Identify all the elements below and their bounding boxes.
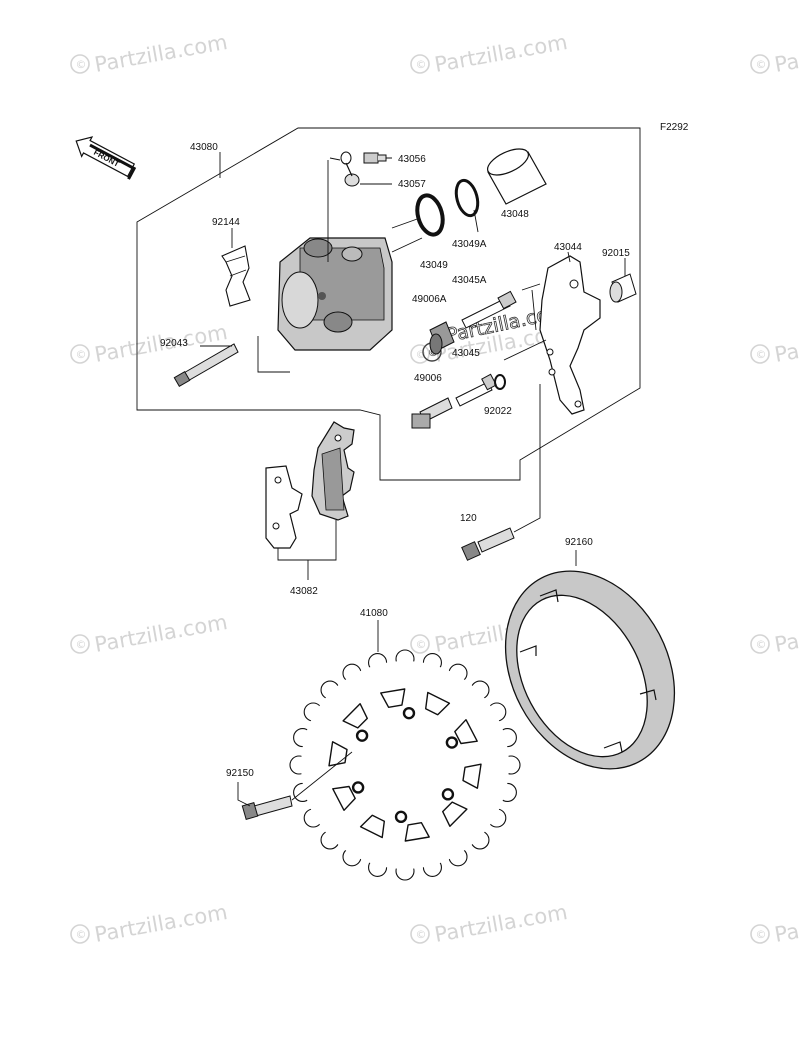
svg-text:Partzilla.com: Partzilla.com	[773, 900, 800, 947]
watermark: © Partzilla.com	[750, 320, 800, 367]
part-label-92015: 92015	[602, 248, 630, 259]
watermark: © Partzilla.com	[70, 900, 230, 947]
svg-text:©: ©	[756, 638, 767, 651]
svg-text:Partzilla.com: Partzilla.com	[93, 30, 230, 77]
part-label-43045a: 43045A	[452, 275, 487, 286]
part-label-92150: 92150	[226, 768, 254, 779]
dust-seal-ring	[415, 193, 445, 237]
svg-text:©: ©	[756, 58, 767, 71]
part-label-92160: 92160	[565, 537, 593, 548]
svg-text:Partzilla.com: Partzilla.com	[773, 610, 800, 657]
part-label-92144: 92144	[212, 217, 240, 228]
svg-text:©: ©	[76, 58, 87, 71]
slide-pin	[455, 373, 497, 407]
piston	[487, 148, 547, 205]
disc-window	[380, 688, 406, 708]
watermark: © Partzilla.com	[750, 30, 800, 77]
watermark: © Partzilla.com	[410, 30, 570, 77]
disc-window	[454, 719, 478, 745]
disc-bolt-hole	[402, 706, 416, 720]
caliper-body	[277, 237, 393, 351]
circlip	[494, 374, 506, 390]
part-label-43045: 43045	[452, 348, 480, 359]
svg-text:©: ©	[416, 638, 427, 651]
svg-text:©: ©	[76, 348, 87, 361]
part-label-49006a: 49006A	[412, 294, 447, 305]
watermark: © Partzilla.com	[70, 30, 230, 77]
disc-bolt-hole	[445, 736, 459, 749]
bracket-collar	[609, 273, 637, 303]
disc-window	[462, 763, 482, 789]
rubber-boot	[411, 397, 453, 429]
disc-window	[332, 785, 356, 811]
watermark: © Partzilla.com	[750, 610, 800, 657]
brake-pad-inner	[311, 421, 355, 521]
svg-text:Partzilla.com: Partzilla.com	[773, 30, 800, 77]
brake-disc	[289, 649, 521, 881]
disc-bolt-hole	[394, 810, 408, 824]
disc-bolt-hole	[351, 781, 365, 794]
svg-text:Partzilla.com: Partzilla.com	[433, 900, 570, 947]
bleeder-cap	[340, 151, 360, 187]
diagram-code: F2292	[660, 122, 689, 133]
disc-window	[425, 691, 451, 716]
svg-text:©: ©	[416, 928, 427, 941]
part-label-92022: 92022	[484, 406, 512, 417]
part-label-120: 120	[460, 513, 477, 524]
part-label-43048: 43048	[501, 209, 529, 220]
rubber-boot-a	[429, 321, 455, 355]
svg-text:Partzilla.com: Partzilla.com	[93, 900, 230, 947]
part-label-92043: 92043	[160, 338, 188, 349]
slide-pin-a	[461, 290, 517, 329]
caliper-bracket	[539, 255, 601, 415]
part-label-43080: 43080	[190, 142, 218, 153]
bleeder-valve	[363, 152, 387, 164]
disc-guard	[504, 570, 676, 770]
part-label-43057: 43057	[398, 179, 426, 190]
disc-mounting-bolt	[241, 795, 293, 821]
svg-text:Partzilla.com: Partzilla.com	[773, 320, 800, 367]
caliper-mount-bolt	[461, 527, 515, 561]
disc-bolt-hole	[355, 729, 369, 742]
caliper-assembly-outline	[136, 127, 641, 481]
svg-text:©: ©	[756, 928, 767, 941]
disc-window	[359, 814, 385, 839]
svg-text:©: ©	[416, 58, 427, 71]
front-direction-arrow: FRONT	[75, 136, 137, 180]
svg-text:©: ©	[756, 348, 767, 361]
svg-text:©: ©	[76, 638, 87, 651]
part-label-43044: 43044	[554, 242, 582, 253]
disc-bolt-hole	[441, 788, 455, 801]
disc-window	[442, 801, 468, 827]
watermark: © Partzilla.com	[410, 900, 570, 947]
svg-text:©: ©	[76, 928, 87, 941]
part-label-43056: 43056	[398, 154, 426, 165]
pad-spring	[221, 245, 251, 307]
disc-window	[404, 822, 430, 842]
part-label-41080: 41080	[360, 608, 388, 619]
pad-pin	[173, 343, 239, 388]
brake-pad-outer	[265, 465, 303, 549]
part-label-43049: 43049	[420, 260, 448, 271]
svg-text:©: ©	[416, 348, 427, 361]
disc-bolt-holes	[351, 706, 459, 824]
part-label-43049a: 43049A	[452, 239, 487, 250]
piston-seal-ring	[454, 178, 480, 218]
disc-window	[342, 703, 368, 729]
part-label-49006: 49006	[414, 373, 442, 384]
watermark: © Partzilla.com	[70, 610, 230, 657]
part-label-43082: 43082	[290, 586, 318, 597]
svg-text:Partzilla.com: Partzilla.com	[93, 610, 230, 657]
watermark: © Partzilla.com	[750, 900, 800, 947]
svg-text:Partzilla.com: Partzilla.com	[433, 30, 570, 77]
